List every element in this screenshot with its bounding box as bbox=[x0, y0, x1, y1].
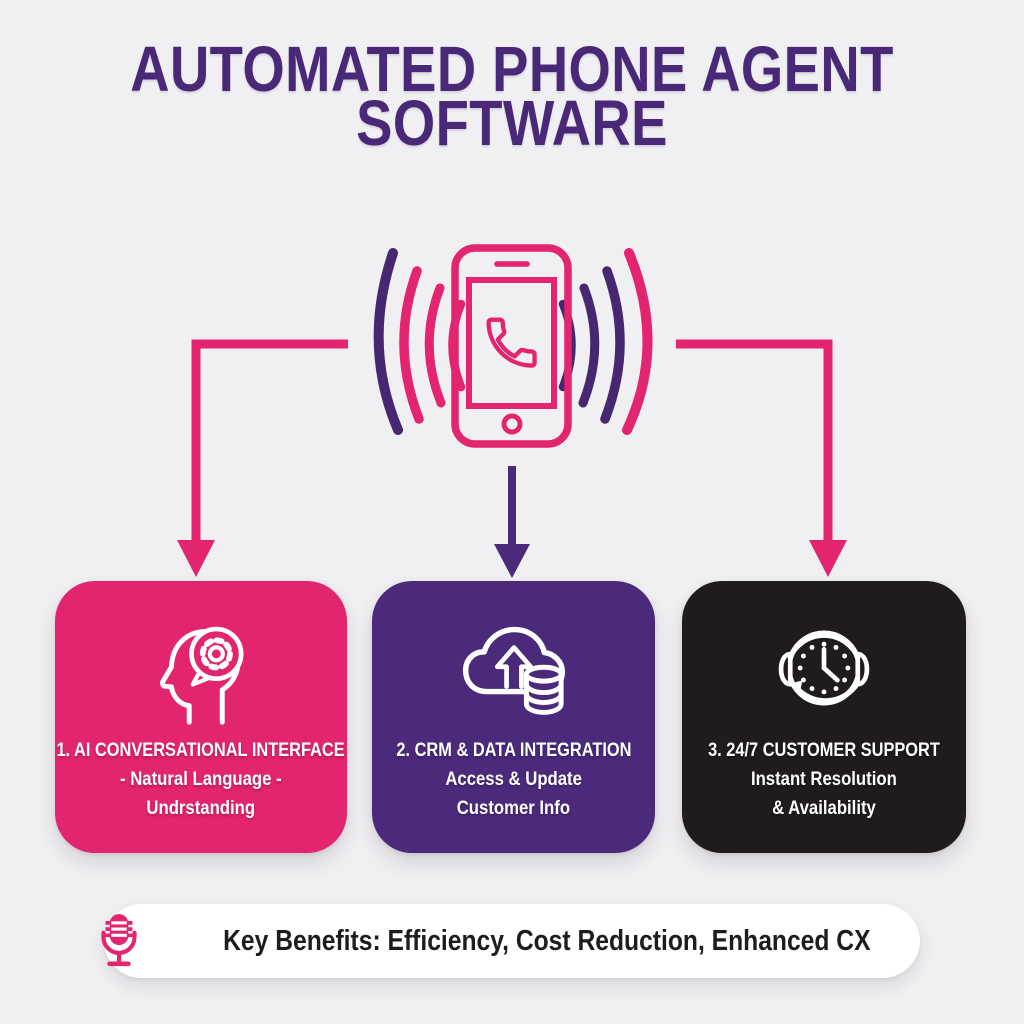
wave-arc bbox=[399, 266, 424, 424]
arrow-left-head bbox=[177, 540, 215, 577]
card1-line2: - Natural Language - bbox=[120, 769, 282, 790]
cloud-upload-database-icon bbox=[452, 607, 576, 729]
connector-arrows bbox=[177, 339, 847, 578]
wave-arc bbox=[600, 266, 625, 424]
card3-heading: 3. 24/7 CUSTOMER SUPPORT bbox=[708, 739, 940, 761]
key-benefits-banner: Key Benefits: Efficiency, Cost Reduction… bbox=[101, 904, 920, 978]
wave-arc bbox=[622, 248, 653, 435]
card1-line3: Undrstanding bbox=[146, 798, 256, 819]
card1-heading: 1. AI CONVERSATIONAL INTERFACE bbox=[56, 739, 346, 761]
arrow-right bbox=[676, 339, 833, 542]
card-crm-data-integration: 2. CRM & DATA INTEGRATION Access & Updat… bbox=[372, 581, 655, 853]
page-title: AUTOMATED PHONE AGENT SOFTWARE bbox=[0, 33, 1024, 159]
page-title-line2: SOFTWARE bbox=[356, 87, 668, 159]
wave-arc bbox=[424, 283, 446, 408]
wave-arc bbox=[373, 248, 403, 435]
microphone-icon bbox=[96, 912, 142, 970]
phone-screen bbox=[466, 277, 557, 409]
page-title-line1: AUTOMATED PHONE AGENT bbox=[130, 33, 894, 105]
card2-line2: Access & Update bbox=[445, 769, 582, 790]
key-benefits-text: Key Benefits: Efficiency, Cost Reduction… bbox=[223, 924, 871, 957]
arrow-right-head bbox=[809, 540, 847, 577]
wave-arc bbox=[578, 283, 600, 408]
handset-icon bbox=[486, 317, 537, 368]
card2-line3: Customer Info bbox=[456, 798, 571, 819]
card-ai-conversational-interface: 1. AI CONVERSATIONAL INTERFACE - Natural… bbox=[55, 581, 347, 853]
phone-body bbox=[451, 244, 572, 448]
card3-line2: Instant Resolution bbox=[751, 769, 897, 790]
arrow-left bbox=[191, 339, 348, 542]
smartphone-call-icon bbox=[451, 244, 572, 448]
card3-line3: & Availability bbox=[772, 798, 876, 819]
card-24-7-customer-support: 3. 24/7 CUSTOMER SUPPORT Instant Resolut… bbox=[682, 581, 966, 853]
head-with-gear-icon bbox=[141, 607, 261, 729]
headset-clock-icon bbox=[760, 607, 888, 729]
card2-heading: 2. CRM & DATA INTEGRATION bbox=[395, 739, 632, 761]
arrow-middle-head bbox=[494, 544, 530, 578]
sound-waves-left-icon bbox=[373, 248, 466, 435]
phone-home-button bbox=[501, 413, 523, 435]
sound-waves-right-icon bbox=[558, 248, 653, 435]
